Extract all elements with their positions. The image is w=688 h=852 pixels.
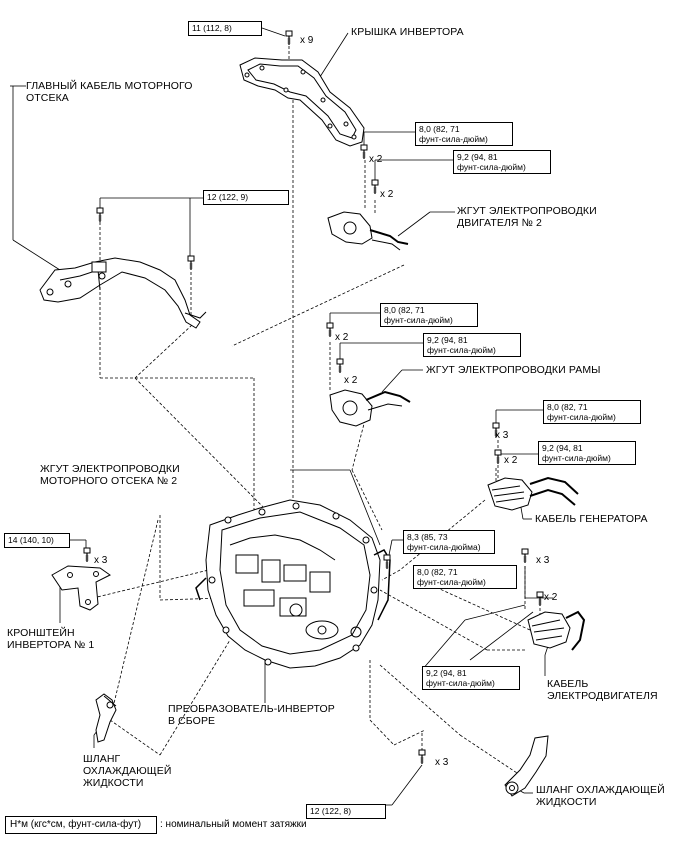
legend-description: : номинальный момент затяжки [160, 819, 307, 830]
engine-harness-connector-drawing [327, 211, 409, 251]
torque-generator-b: 9,2 (94, 81 фунт-сила-дюйм) [538, 441, 636, 465]
torque-generator-a-line2: фунт-сила-дюйм) [547, 412, 616, 422]
torque-cover: 11 (112, 8) [188, 21, 262, 36]
torque-motor-b-line1: 9,2 (94, 81 [426, 668, 467, 678]
torque-motor-a-line1: 8,0 (82, 71 [417, 567, 458, 577]
qty-frame-b: x 2 [344, 375, 358, 386]
torque-motor-a: 8,0 (82, 71 фунт-сила-дюйм) [413, 565, 517, 589]
bolt-engine-harness-b [371, 179, 379, 195]
bolt-engine-harness-a [360, 144, 368, 160]
label-coolant-hose-left-line3: ЖИДКОСТИ [83, 777, 144, 789]
label-converter-inverter: ПРЕОБРАЗОВАТЕЛЬ-ИНВЕРТОР В СБОРЕ [168, 703, 335, 727]
torque-engine-harness-a: 8,0 (82, 71 фунт-сила-дюйм) [415, 122, 513, 146]
torque-motor-b: 9,2 (94, 81 фунт-сила-дюйм) [422, 666, 520, 690]
torque-bracket: 14 (140, 10) [4, 533, 70, 548]
qty-motor-a: x 3 [536, 555, 550, 566]
label-engine-harness-line2: ДВИГАТЕЛЯ № 2 [457, 217, 542, 229]
label-motor-cable-line2: ЭЛЕКТРОДВИГАТЕЛЯ [547, 690, 658, 702]
motor-cable-drawing [527, 610, 586, 651]
bolt-bottom [418, 749, 426, 765]
generator-cable-drawing [487, 476, 579, 511]
torque-engine-harness-a-line1: 8,0 (82, 71 [419, 124, 460, 134]
bolt-motor-a [521, 548, 529, 564]
torque-bottom: 12 (122, 8) [306, 804, 386, 819]
qty-frame-a: x 2 [335, 332, 349, 343]
torque-frame-a-line1: 8,0 (82, 71 [384, 305, 425, 315]
qty-generator-a: x 3 [495, 430, 509, 441]
torque-motor-a-line2: фунт-сила-дюйм) [417, 577, 486, 587]
label-motor-cable: КАБЕЛЬ ЭЛЕКТРОДВИГАТЕЛЯ [547, 678, 658, 702]
torque-frame-a: 8,0 (82, 71 фунт-сила-дюйм) [380, 303, 478, 327]
qty-engine-harness-a: x 2 [369, 154, 383, 165]
qty-bottom: x 3 [435, 757, 449, 768]
label-converter-inverter-line2: В СБОРЕ [168, 715, 216, 727]
torque-motor-b-line2: фунт-сила-дюйм) [426, 678, 495, 688]
label-engine-harness-line1: ЖГУТ ЭЛЕКТРОПРОВОДКИ [457, 205, 597, 217]
frame-harness-connector-drawing [329, 389, 411, 427]
coolant-hose-right-drawing [504, 735, 549, 797]
label-generator-cable: КАБЕЛЬ ГЕНЕРАТОРА [535, 513, 648, 525]
label-coolant-hose-right: ШЛАНГ ОХЛАЖДАЮЩЕЙ ЖИДКОСТИ [536, 784, 665, 808]
torque-harness2-line2: фунт-сила-дюйма) [407, 542, 481, 552]
inverter-cover-drawing [239, 57, 365, 147]
torque-generator-a-line1: 8,0 (82, 71 [547, 402, 588, 412]
label-compartment-harness-line1: ЖГУТ ЭЛЕКТРОПРОВОДКИ [40, 463, 180, 475]
torque-harness2: 8,3 (85, 73 фунт-сила-дюйма) [403, 530, 495, 554]
assembly-dashed-lines [87, 46, 541, 776]
label-main-cable-line2: ОТСЕКА [26, 92, 69, 104]
label-coolant-hose-left: ШЛАНГ ОХЛАЖДАЮЩЕЙ ЖИДКОСТИ [83, 753, 172, 789]
bolt-frame-a [326, 322, 334, 338]
label-coolant-hose-right-line2: ЖИДКОСТИ [536, 796, 597, 808]
label-engine-harness: ЖГУТ ЭЛЕКТРОПРОВОДКИ ДВИГАТЕЛЯ № 2 [457, 205, 597, 229]
leader-lines [10, 27, 553, 806]
bracket-drawing [51, 565, 111, 611]
bolt-cover [285, 30, 293, 46]
label-compartment-harness-line2: МОТОРНОГО ОТСЕКА № 2 [40, 475, 178, 487]
label-coolant-hose-left-line2: ОХЛАЖДАЮЩЕЙ [83, 765, 172, 777]
torque-engine-harness-a-line2: фунт-сила-дюйм) [419, 134, 488, 144]
label-frame-harness: ЖГУТ ЭЛЕКТРОПРОВОДКИ РАМЫ [426, 364, 601, 376]
torque-main-cable: 12 (122, 9) [203, 190, 289, 205]
inverter-assembly-drawing [195, 499, 391, 669]
bolt-frame-b [336, 358, 344, 374]
torque-frame-b-line2: фунт-сила-дюйм) [427, 345, 496, 355]
torque-frame-b: 9,2 (94, 81 фунт-сила-дюйм) [423, 333, 521, 357]
label-bracket: КРОНШТЕЙН ИНВЕРТОРА № 1 [7, 627, 94, 651]
label-bracket-line1: КРОНШТЕЙН [7, 627, 75, 639]
bolt-generator-b [494, 449, 502, 465]
label-compartment-harness: ЖГУТ ЭЛЕКТРОПРОВОДКИ МОТОРНОГО ОТСЕКА № … [40, 463, 180, 487]
qty-generator-b: x 2 [504, 455, 518, 466]
label-bracket-line2: ИНВЕРТОРА № 1 [7, 639, 95, 651]
label-converter-inverter-line1: ПРЕОБРАЗОВАТЕЛЬ-ИНВЕРТОР [168, 703, 335, 715]
torque-frame-a-line2: фунт-сила-дюйм) [384, 315, 453, 325]
torque-generator-b-line1: 9,2 (94, 81 [542, 443, 583, 453]
torque-generator-a: 8,0 (82, 71 фунт-сила-дюйм) [543, 400, 641, 424]
qty-engine-harness-b: x 2 [380, 189, 394, 200]
label-main-cable-line1: ГЛАВНЫЙ КАБЕЛЬ МОТОРНОГО [26, 80, 193, 92]
torque-frame-b-line1: 9,2 (94, 81 [427, 335, 468, 345]
torque-engine-harness-b-line2: фунт-сила-дюйм) [457, 162, 526, 172]
qty-cover: x 9 [300, 35, 314, 46]
coolant-hose-left-drawing [95, 693, 117, 743]
bolt-motor-b [536, 591, 544, 607]
torque-engine-harness-b-line1: 9,2 (94, 81 [457, 152, 498, 162]
torque-engine-harness-b: 9,2 (94, 81 фунт-сила-дюйм) [453, 150, 551, 174]
label-inverter-cover: КРЫШКА ИНВЕРТОРА [351, 26, 464, 38]
bolt-bracket [83, 547, 91, 563]
main-cable-drawing [39, 257, 207, 329]
label-motor-cable-line1: КАБЕЛЬ [547, 678, 589, 690]
legend-unit-box: Н*м (кгс*см, фунт-сила-фут) [5, 816, 157, 834]
label-coolant-hose-left-line1: ШЛАНГ [83, 753, 121, 765]
label-main-cable: ГЛАВНЫЙ КАБЕЛЬ МОТОРНОГО ОТСЕКА [26, 80, 193, 104]
qty-bracket: x 3 [94, 555, 108, 566]
bolt-main-cable-a [96, 207, 104, 223]
torque-harness2-line1: 8,3 (85, 73 [407, 532, 448, 542]
label-coolant-hose-right-line1: ШЛАНГ ОХЛАЖДАЮЩЕЙ [536, 784, 665, 796]
bolt-main-cable-b [187, 255, 195, 271]
qty-motor-b: x 2 [544, 592, 558, 603]
torque-generator-b-line2: фунт-сила-дюйм) [542, 453, 611, 463]
